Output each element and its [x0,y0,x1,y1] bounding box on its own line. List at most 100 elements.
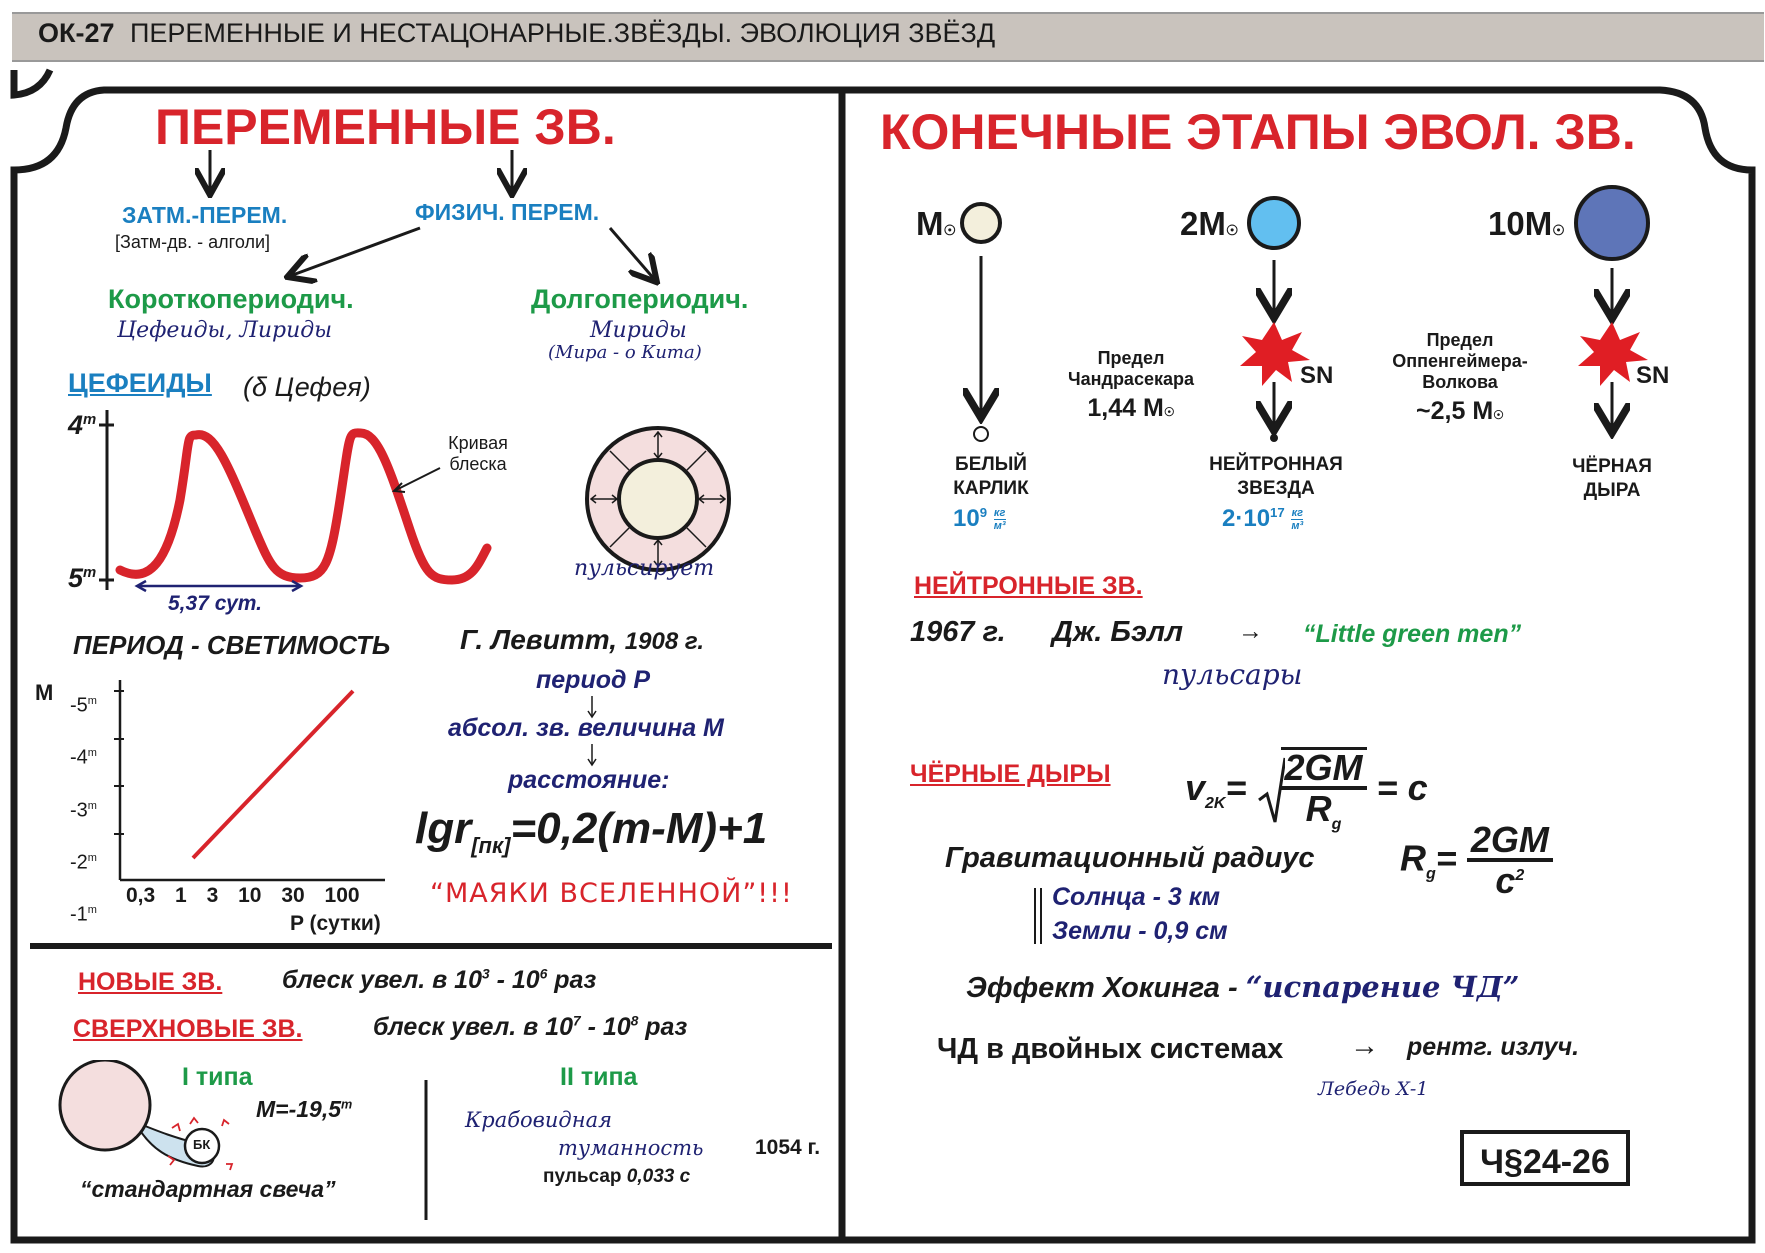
supernovae-text: блеск увел. в 107 - 108 раз [373,1013,688,1041]
star-2-circle [1247,196,1301,250]
white-dwarf-label: БК [193,1137,211,1152]
cepheids-title: ЦЕФЕИДЫ [68,368,212,398]
grav-radius-formula: Rg= 2GM c2 [1400,822,1553,900]
distance-formula: lgr[пк]=0,2(m-M)+1 [415,804,768,858]
pl-y-tick: -5m [70,694,97,717]
star-3-mass: 10M☉ [1488,205,1565,242]
pulsars-label: пульсары [1162,658,1303,691]
type2-title: II типа [560,1063,638,1091]
little-green-men: “Little green men” [1303,620,1522,648]
novae-text: блеск увел. в 103 - 106 раз [282,966,597,994]
binary-system-diagram [58,1060,234,1171]
pl-y-tick: -3m [70,799,97,822]
beacons-slogan: “МАЯКИ ВСЕЛЕННОЙ”!!! [430,878,793,909]
type1-magnitude: M=-19,5m [256,1096,353,1122]
supernova-icon [1240,322,1310,386]
leavitt-line: Г. Левитт, 1908 г. [460,624,705,655]
star-3-circle [1574,185,1650,261]
variable-stars-heading: ПЕРЕМЕННЫЕ ЗВ. [155,99,616,155]
final-stages-heading: КОНЕЧНЫЕ ЭТАПЫ ЭВОЛ. ЗВ. [880,104,1636,160]
chain-distance: расстояние: [508,766,670,794]
pl-y-title: M [35,680,54,705]
white-dwarf-dot [973,426,989,442]
neutron-year: 1967 г. [910,616,1006,648]
short-period-examples: Цефеиды, Лириды [117,318,333,343]
long-period-examples: Мириды [590,318,687,343]
pl-x-tick: 3 [206,884,219,907]
escape-velocity-formula: v2K= 2GM Rg = c [1185,747,1428,834]
period-label: 5,37 сут. [168,592,263,615]
pl-x-title: P (сутки) [290,912,381,935]
supernovae-title: СВЕРХНОВЫЕ ЗВ. [73,1015,303,1043]
evolution-diagram [960,185,1650,442]
sn-label: SN [1300,362,1334,389]
classification-arrows [0,150,842,946]
sheet-title: ПЕРЕМЕННЫЕ И НЕСТАЦОНАРНЫЕ.ЗВЁЗДЫ. ЭВОЛЮ… [130,18,996,48]
xray-emission: рентг. излуч. [1407,1033,1580,1061]
sn-label: SN [1636,362,1670,389]
star-1-circle [960,202,1002,244]
eclipsing-note: [Затм-дв. - алголи] [115,232,271,252]
pl-y-tick: -4m [70,746,97,769]
pl-x-ticks: 0,3 1 3 10 30 100 [126,884,360,908]
physical-title: ФИЗИЧ. ПЕРЕМ. [415,199,600,225]
pl-y-tick: -1m [70,903,97,926]
title-bar [12,12,1764,62]
neutron-star-dot [1270,434,1278,442]
pulsar-line: пульсар 0,033 с [543,1166,691,1187]
light-curve [115,428,492,585]
cygnus-x1: Лебедь Х-1 [1318,1078,1429,1100]
pulsation-label: пульсирует [574,556,715,581]
pl-x-tick: 0,3 [126,884,156,907]
curve-label: Кривая блеска [448,433,508,474]
pl-x-tick: 10 [238,884,262,907]
grav-radius-label: Гравитационный радиус [945,842,1315,874]
long-period-note: (Мира - о Кита) [548,342,702,363]
textbook-reference: Ч§24-26 [1460,1130,1630,1186]
type1-caption: “стандартная свеча” [80,1176,336,1202]
neutron-person: Дж. Бэлл [1052,616,1184,648]
crab-nebula-year: 1054 г. [755,1136,821,1159]
short-period-title: Короткопериодич. [108,284,354,314]
binary-systems: ЧД в двойных системах [937,1033,1284,1065]
star-1-mass: M☉ [916,205,957,242]
crab-nebula-line2: туманность [558,1136,704,1160]
pl-chart [114,680,385,882]
star-2-mass: 2M☉ [1180,205,1239,242]
long-period-title: Долгопериодич. [531,284,749,314]
eclipsing-title: ЗАТМ.-ПЕРЕМ. [122,202,288,228]
sqrt-sign [1257,757,1287,822]
pl-x-tick: 100 [324,884,360,907]
hawking-effect: Эффект Хокинга - “испарение ЧД” [966,970,1520,1004]
pl-y-ticks: -5m -4m -3m -2m -1m [70,678,97,939]
chain-arrows [587,696,597,767]
list-bracket [1034,888,1042,944]
black-holes-title: ЧЁРНЫЕ ДЫРЫ [910,760,1111,788]
pl-x-tick: 1 [175,884,187,907]
crab-nebula-line1: Крабовидная [465,1108,612,1132]
arrow-right-icon: → [1350,1030,1379,1062]
arrow-right-icon: → [1238,617,1263,645]
light-curve-chart [99,410,492,593]
rg-sun: Солнца - 3 км [1052,883,1220,911]
chain-period: период P [536,666,651,694]
neutron-stars-title: НЕЙТРОННЫЕ ЗВ. [914,572,1143,600]
supernova-icon [1578,322,1648,386]
pl-x-tick: 30 [281,884,305,907]
pl-y-tick: -2m [70,851,97,874]
rg-earth: Земли - 0,9 см [1052,917,1228,945]
type1-title: I типа [182,1063,253,1091]
period-luminosity-title: ПЕРИОД - СВЕТИМОСТЬ [73,630,391,660]
cepheids-subtitle: (δ Цефея) [243,372,371,402]
sheet-code: ОК-27 [38,18,115,48]
mag-bottom-label: 5m [68,563,97,593]
novae-title: НОВЫЕ ЗВ. [78,968,223,996]
